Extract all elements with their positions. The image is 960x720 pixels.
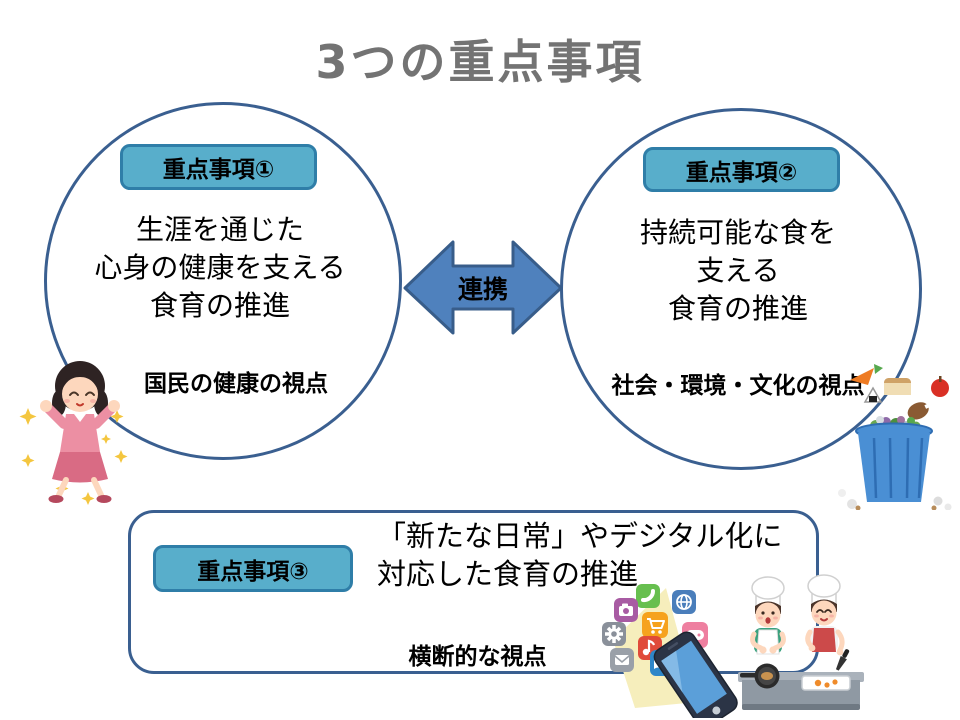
priority-2-badge: 重点事項② [643, 147, 840, 192]
food-waste-trash-can-icon [838, 364, 952, 510]
connector-label: 連携 [457, 274, 508, 304]
priority-1-line-3: 食育の推進 [149, 289, 290, 322]
priority-2-badge-label: 重点事項② [685, 159, 798, 186]
priority-1-badge-label: 重点事項① [162, 157, 275, 183]
priority-3-badge-label: 重点事項③ [197, 558, 309, 585]
cart-app-icon [642, 612, 668, 638]
slide-title: 3つの重点事項 [315, 35, 645, 89]
phone-app-icon [636, 584, 660, 608]
priority-1-line-1: 生涯を通じた [135, 213, 304, 246]
priority-3-viewpoint: 横断的な視点 [408, 644, 547, 670]
priority-3-line-1: 「新たな日常」やデジタル化に [377, 519, 783, 553]
right-chef [805, 574, 850, 671]
priority-2-line-2: 支える [696, 254, 780, 287]
smartphone-apps-icon [602, 584, 738, 718]
double-arrow-icon [403, 240, 563, 335]
priority-3-badge: 重点事項③ [153, 545, 353, 592]
priority-1-badge: 重点事項① [120, 144, 317, 190]
priority-2-line-1: 持続可能な食を [639, 216, 836, 249]
priority-2-text: 持続可能な食を 支える 食育の推進 [560, 214, 916, 328]
priority-2-line-3: 食育の推進 [667, 292, 808, 325]
priority-1-line-2: 心身の健康を支える [94, 251, 346, 284]
priority-1-text: 生涯を通じた 心身の健康を支える 食育の推進 [44, 211, 396, 325]
priority-2-viewpoint: 社会・環境・文化の視点 [611, 373, 865, 399]
mail-app-icon [610, 648, 634, 672]
priority-1-circle [44, 102, 402, 460]
cooking-chefs-icon [738, 574, 864, 710]
priority-3-text: 「新たな日常」やデジタル化に 対応した食育の推進 [377, 517, 817, 593]
smartphone-device [653, 631, 738, 718]
healthy-woman-icon [19, 361, 128, 505]
globe-app-icon [672, 590, 696, 614]
priority-3-line-2: 対応した食育の推進 [377, 557, 639, 591]
camera-app-icon [614, 598, 638, 622]
left-chef [750, 576, 786, 655]
priority-1-viewpoint: 国民の健康の視点 [144, 371, 328, 397]
gear-app-icon [602, 622, 626, 646]
